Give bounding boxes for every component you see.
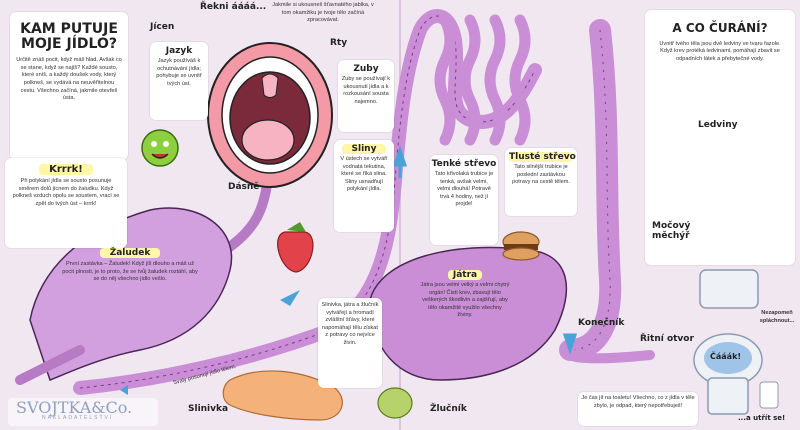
slinivka-text: Slinivka, játra a žlučník vytvářejí a hr… <box>321 302 379 346</box>
sliny-text: V ústech se vytváří vodnatá tekutina, kt… <box>340 156 388 193</box>
toilet-illustration <box>693 269 779 415</box>
label-ledviny: Ledviny <box>698 120 738 130</box>
kidney-title: A CO ČURÁNÍ? <box>672 21 768 35</box>
bottom-note-text: Je čas jít na toaletu! Všechno, co z jíd… <box>581 395 695 409</box>
krrrk-box: Krrrk! Při polykání jídla se sousto posu… <box>5 158 127 248</box>
label-zlucnik: Žlučník <box>430 404 467 414</box>
bottom-note: Je čas jít na toaletu! Všechno, co z jíd… <box>578 392 698 426</box>
zuby-title: Zuby <box>353 64 379 74</box>
gallbladder-shape <box>377 387 413 419</box>
jatra-text: Játra jsou velmi velký a velmi chytrý or… <box>420 282 510 319</box>
duodenum-shape <box>15 345 85 385</box>
pancreas-shape <box>222 370 343 421</box>
zuby-text: Zuby se používají k ukousnutí jídla a k … <box>341 76 391 105</box>
publisher-name: SVOJTKA&Co. <box>16 398 133 417</box>
zuby-box: Zuby Zuby se používají k ukousnutí jídla… <box>338 60 394 132</box>
label-utrit: ...a utřít se! <box>738 414 786 422</box>
arrow-icon <box>392 145 408 178</box>
kidney-text: Uvnitř tvého těla jsou dvě ledviny ve tv… <box>659 40 781 62</box>
jazyk-box: Jazyk Jazyk používáš k ochutnávání jídla… <box>150 42 208 120</box>
jatra-block: Játra Játra jsou velmi velký a velmi chy… <box>420 270 510 320</box>
label-ritni-otvor: Řitní otvor <box>640 334 694 344</box>
krrrk-title: Krrrk! <box>39 164 93 175</box>
label-rty: Rty <box>330 38 348 48</box>
flush-note: Nezapomeň spláchnout... <box>759 310 795 324</box>
intro-box: KAM PUTUJE MOJE JÍDLO? Určitě znáš pocit… <box>10 12 128 160</box>
sliny-title: Sliny <box>342 144 386 154</box>
jatra-title: Játra <box>448 270 482 280</box>
publisher-watermark: SVOJTKA&Co. NAKLADATELSTVÍ <box>8 398 158 426</box>
label-dasne: Dásně <box>228 182 260 192</box>
burger-character <box>502 231 540 261</box>
strawberry-character <box>277 222 314 273</box>
zaludek-title: Žaludek <box>100 248 160 258</box>
tluste-strevo-box: Tlusté střevo Tato silnější trubice je p… <box>505 148 577 216</box>
label-konecnik: Konečník <box>578 318 625 328</box>
label-rekni: Řekni áááá... <box>200 2 267 12</box>
arrow-icon <box>562 333 578 355</box>
intro-text: Určitě znáš pocit, když máš hlad. Avšak … <box>16 57 122 102</box>
kidney-panel: A CO ČURÁNÍ? Uvnitř tvého těla jsou dvě … <box>645 10 795 265</box>
tenke-strevo-box: Tenké střevo Tato křivolaká trubice je t… <box>430 155 498 245</box>
mouth-illustration <box>207 42 333 188</box>
slinivka-box: Slinivka, játra a žlučník vytvářejí a hr… <box>318 298 382 388</box>
zaludek-text: První zastávka – Žaludek! Když jíš dlouh… <box>62 261 198 283</box>
publisher-sub: NAKLADATELSTVÍ <box>42 415 114 421</box>
label-slinivka: Slinivka <box>188 404 229 414</box>
apple-character <box>141 129 179 167</box>
arrow-icon <box>280 290 300 306</box>
large-intestine-shape <box>559 19 622 361</box>
tenke-strevo-text: Tato křivolaká trubice je tenká, avšak v… <box>434 171 494 208</box>
page-title: KAM PUTUJE MOJE JÍDLO? <box>20 21 118 52</box>
rectum-shape <box>563 345 655 364</box>
liver-shape <box>369 246 568 381</box>
krrrk-text: Při polykání jídla se sousto posunuje sm… <box>12 178 120 207</box>
tluste-strevo-text: Tato silnější trubice je poslední zastáv… <box>512 164 570 186</box>
label-mocovy-mechyr: Močový měchýř <box>652 221 691 241</box>
zaludek-block: Žaludek První zastávka – Žaludek! Když j… <box>60 248 200 284</box>
jazyk-text: Jazyk používáš k ochutnávání jídla; pohy… <box>156 58 202 87</box>
small-intestine-coils <box>434 14 531 146</box>
sliny-box: Sliny V ústech se vytváří vodnatá tekuti… <box>334 140 394 232</box>
tluste-strevo-title: Tlusté střevo <box>509 152 576 162</box>
top-note: Jakmile si ukousneš šťavnatého jablka, v… <box>272 2 374 24</box>
jazyk-title: Jazyk <box>165 46 193 56</box>
tenke-strevo-title: Tenké střevo <box>431 159 497 169</box>
label-caaak: Čááák! <box>710 352 742 361</box>
label-jicen: Jícen <box>150 22 175 32</box>
arrow-icon <box>120 385 128 395</box>
